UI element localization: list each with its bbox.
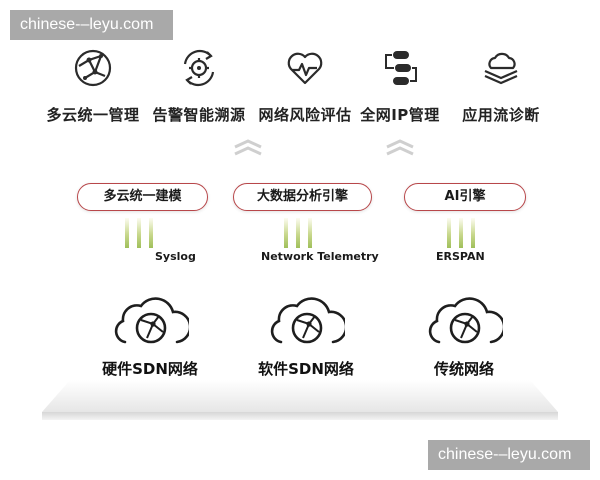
engine-bigdata-analytics: 大数据分析引擎 [233, 183, 372, 211]
network-label: 软件SDN网络 [258, 360, 354, 378]
function-app-flow-diagnosis: 应用流诊断 [441, 46, 561, 125]
globe-network-icon [74, 49, 112, 87]
network-hardware-sdn: 硬件SDN网络 [75, 290, 225, 379]
signal-bar [459, 218, 463, 248]
signal-bars [125, 218, 165, 248]
cloud-globe-icon [114, 297, 189, 344]
signal-bar [284, 218, 288, 248]
protocol-label: Network Telemetry [261, 250, 379, 263]
chevron-up-icon [386, 139, 414, 156]
function-row: 多云统一管理 告警智能溯源 网络风险评估 [0, 46, 600, 136]
function-multicloud-management: 多云统一管理 [33, 46, 153, 125]
protocol-label: ERSPAN [436, 250, 485, 263]
base-platform [42, 380, 558, 420]
ip-flow-icon [385, 51, 417, 85]
function-label: 告警智能溯源 [152, 106, 246, 124]
function-label: 多云统一管理 [46, 106, 140, 124]
cloud-globe-icon [270, 297, 345, 344]
target-alert-icon [183, 49, 215, 87]
signal-bar [308, 218, 312, 248]
signal-bar [125, 218, 129, 248]
function-risk-assessment: 网络风险评估 [245, 46, 365, 125]
engine-multicloud-modeling: 多云统一建模 [77, 183, 208, 211]
function-label: 应用流诊断 [462, 106, 540, 124]
function-alert-tracing: 告警智能溯源 [139, 46, 259, 125]
heart-pulse-icon [287, 52, 323, 85]
protocol-label: Syslog [155, 250, 196, 263]
watermark-bottom: chinese-–leyu.com [428, 440, 590, 470]
network-label: 传统网络 [433, 360, 494, 378]
layers-cloud-icon [484, 52, 518, 85]
engine-ai: AI引擎 [404, 183, 526, 211]
network-traditional: 传统网络 [389, 290, 539, 379]
signal-bar [137, 218, 141, 248]
signal-bar [471, 218, 475, 248]
signal-bars [447, 218, 487, 248]
network-software-sdn: 软件SDN网络 [231, 290, 381, 379]
signal-bar [447, 218, 451, 248]
network-label: 硬件SDN网络 [102, 360, 198, 378]
watermark-top: chinese-–leyu.com [10, 10, 173, 40]
cloud-globe-icon [428, 297, 503, 344]
function-label: 网络风险评估 [258, 106, 352, 124]
function-label: 全网IP管理 [360, 106, 440, 124]
chevron-up-icon [234, 139, 262, 156]
signal-bars [284, 218, 324, 248]
function-ip-management: 全网IP管理 [340, 46, 460, 125]
signal-bar [149, 218, 153, 248]
signal-bar [296, 218, 300, 248]
